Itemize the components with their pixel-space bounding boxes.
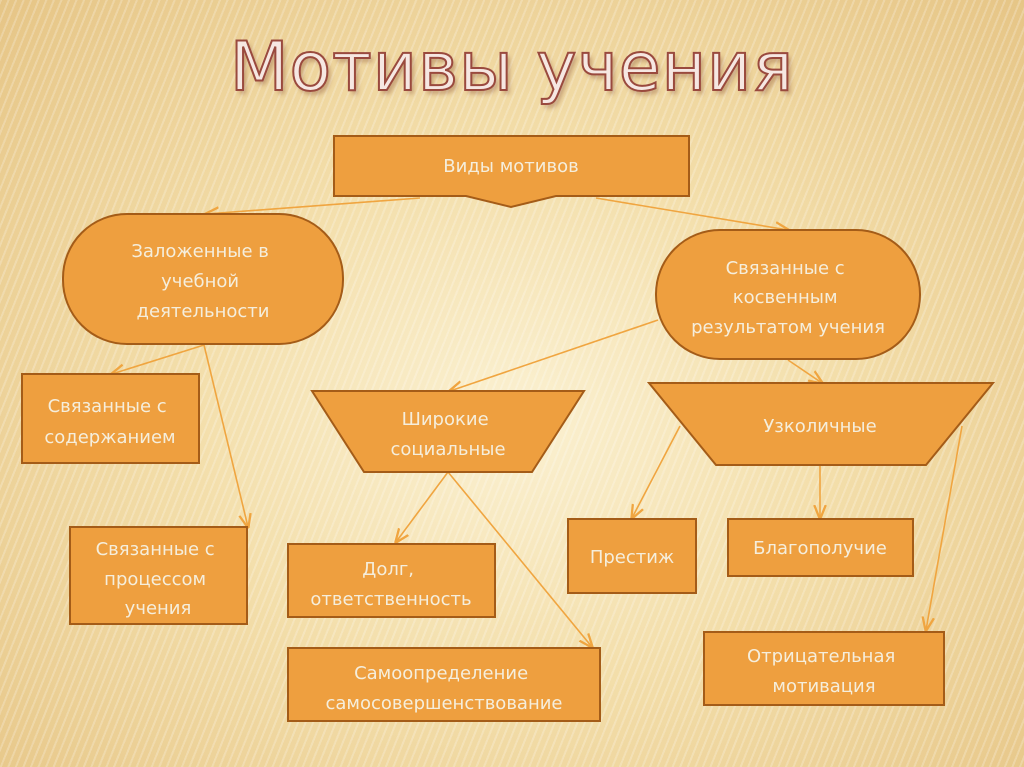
node-self-determination-line1: Самоопределение	[354, 663, 528, 684]
arrow-learning-activity-to-content	[112, 344, 205, 374]
arrow-indirect-result-to-narrow-personal	[787, 359, 822, 383]
node-self-determination: Самоопределение самосовершенствование	[287, 647, 601, 722]
svg-text:Заложенные в учебной: Заложенные в учебной деятельности	[131, 241, 274, 322]
node-process-line1: Связанные с	[96, 539, 215, 560]
svg-text:Связанные с процессом: Связанные с процессом учения	[96, 539, 221, 619]
node-duty-line1: Долг,	[362, 559, 414, 580]
node-types-label: Виды мотивов	[443, 156, 578, 177]
node-negative-line2: мотивация	[772, 676, 875, 697]
node-broad-social-line2: социальные	[390, 439, 505, 460]
node-prestige-label: Престиж	[590, 547, 674, 568]
arrow-broad-social-to-self-determination	[447, 471, 592, 647]
node-content: Связанные с содержанием	[21, 373, 200, 464]
svg-text:Отрицательная мотиваци: Отрицательная мотивация	[747, 646, 901, 697]
arrow-narrow-personal-to-negative	[926, 425, 963, 630]
node-self-determination-line2: самосовершенствование	[325, 693, 562, 714]
node-narrow-personal-label: Узколичные	[763, 416, 876, 437]
arrow-broad-social-to-duty	[396, 471, 449, 542]
node-wellbeing: Благополучие	[727, 518, 914, 577]
node-prestige: Престиж	[567, 518, 697, 594]
node-indirect-result: Связанные с косвенным результатом учения	[655, 229, 921, 360]
node-broad-social: Широкие социальные	[310, 390, 586, 473]
svg-text:Связанные с содержание: Связанные с содержанием	[44, 396, 175, 448]
node-learning-activity: Заложенные в учебной деятельности	[62, 213, 344, 345]
node-learning-activity-line3: деятельности	[137, 301, 270, 322]
node-learning-activity-line1: Заложенные в	[131, 241, 269, 262]
node-negative: Отрицательная мотивация	[703, 631, 945, 706]
node-process-line2: процессом	[104, 569, 206, 590]
arrow-types-to-indirect-result	[595, 197, 788, 230]
svg-text:Узколичные: Узколичные	[763, 416, 876, 437]
node-types: Виды мотивов	[333, 135, 690, 209]
node-content-line2: содержанием	[44, 427, 175, 448]
node-process-line3: учения	[125, 598, 192, 619]
arrow-learning-activity-to-process	[203, 344, 248, 527]
svg-text:Виды мотивов: Виды мотивов	[443, 156, 578, 177]
node-wellbeing-label: Благополучие	[753, 538, 887, 559]
svg-text:Долг, ответственность: Долг, ответственность	[310, 559, 471, 610]
node-indirect-result-line2: косвенным	[733, 287, 838, 308]
node-learning-activity-line2: учебной	[161, 271, 239, 292]
node-duty-line2: ответственность	[310, 589, 471, 610]
svg-text:Широкие социальные: Широкие социальные	[390, 409, 505, 460]
svg-text:Связанные с косвенным: Связанные с косвенным результатом учения	[691, 258, 885, 338]
node-indirect-result-line3: результатом учения	[691, 317, 885, 338]
connectors	[112, 197, 963, 647]
node-negative-line1: Отрицательная	[747, 646, 895, 667]
arrow-types-to-learning-activity	[206, 197, 421, 214]
page-title: Мотивы учения	[229, 27, 795, 108]
node-indirect-result-line1: Связанные с	[726, 258, 845, 279]
node-content-line1: Связанные с	[48, 396, 167, 417]
node-duty: Долг, ответственность	[287, 543, 496, 618]
arrow-indirect-result-to-broad-social	[450, 319, 659, 391]
svg-text:Благополучие: Благополучие	[753, 538, 887, 559]
svg-text:Самоопределение самосо: Самоопределение самосовершенствование	[325, 663, 562, 714]
svg-text:Престиж: Престиж	[590, 547, 674, 568]
node-process: Связанные с процессом учения	[69, 526, 248, 625]
arrow-narrow-personal-to-prestige	[632, 425, 681, 518]
node-broad-social-line1: Широкие	[402, 409, 489, 430]
node-narrow-personal: Узколичные	[646, 382, 996, 466]
